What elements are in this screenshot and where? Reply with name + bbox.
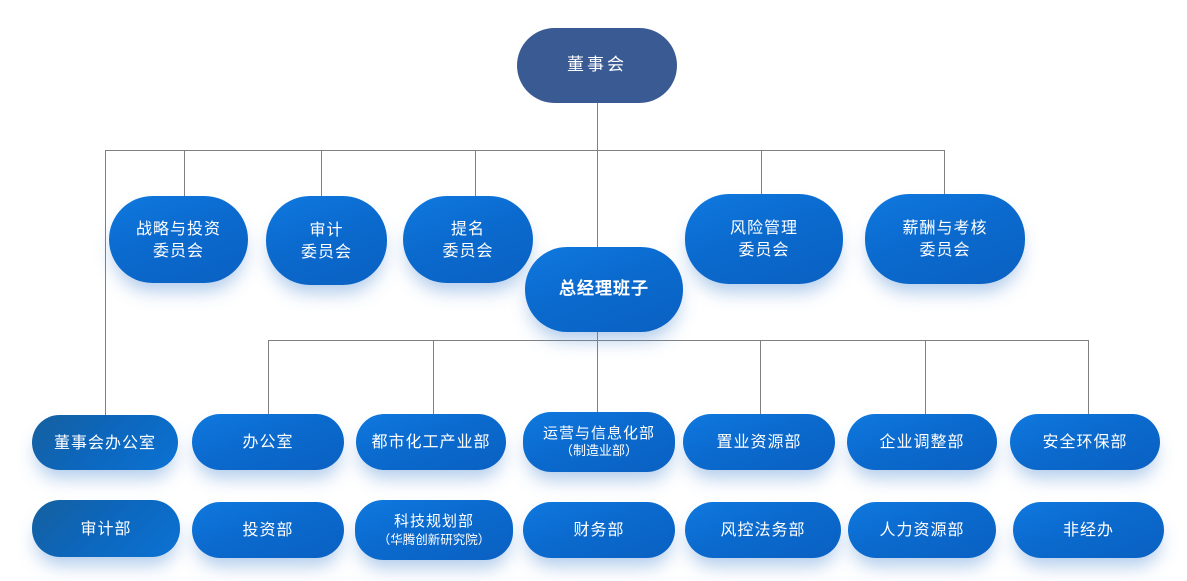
connector-board-to-rail1: [597, 103, 598, 247]
dept-label: 投资部: [242, 520, 294, 540]
committee-label-line2: 委员会: [919, 240, 971, 259]
committee-label-line1: 审计: [309, 219, 344, 239]
org-node-audit-dept: 审计部: [32, 500, 180, 557]
org-node-enterprise-adjustment-dept: 企业调整部: [847, 414, 997, 470]
connector-rail1: [105, 150, 944, 151]
org-node-general-manager-team: 总经理班子: [525, 247, 683, 332]
dept-sublabel: （华腾创新研究院）: [377, 531, 491, 547]
dept-label: 科技规划部: [393, 512, 474, 531]
dept-label: 人力资源部: [879, 520, 965, 540]
dept-label: 企业调整部: [879, 432, 965, 452]
committee-label-line1: 战略与投资: [135, 218, 221, 238]
org-node-investment-dept: 投资部: [192, 502, 344, 558]
connector-rail1-strategy: [184, 150, 185, 197]
connector-rail1-board-office: [105, 150, 106, 415]
committee-label-line1: 风险管理: [729, 218, 798, 238]
org-node-nomination-committee: 提名 委员会: [403, 196, 533, 283]
committee-label-line2: 委员会: [442, 240, 494, 260]
org-node-audit-committee: 审计 委员会: [266, 196, 387, 285]
connector-rail2-urban-chem: [433, 340, 434, 415]
org-node-board-office: 董事会办公室: [32, 415, 178, 470]
org-node-non-operating-office: 非经办: [1013, 502, 1164, 558]
connector-rail1-audit: [321, 150, 322, 197]
connector-rail1-risk: [761, 150, 762, 194]
dept-label: 非经办: [1062, 520, 1114, 540]
dept-label: 风控法务部: [720, 520, 806, 540]
connector-rail2-safety: [1088, 340, 1089, 415]
dept-label: 运营与信息化部: [542, 424, 655, 443]
org-node-realty-resources-dept: 置业资源部: [683, 414, 835, 470]
dept-label: 都市化工产业部: [371, 432, 491, 452]
org-node-operations-informatization-dept: 运营与信息化部 （制造业部）: [523, 412, 675, 472]
connector-gm-to-rail2: [597, 332, 598, 415]
org-node-general-office: 办公室: [192, 414, 344, 470]
org-node-finance-dept: 财务部: [523, 502, 675, 558]
gm-label: 总经理班子: [559, 279, 649, 300]
committee-label-line1: 薪酬与考核: [902, 218, 988, 238]
org-node-compensation-assessment-committee: 薪酬与考核 委员会: [865, 194, 1025, 284]
dept-sublabel: （制造业部）: [559, 444, 638, 460]
board-label: 董事会: [567, 55, 627, 76]
connector-rail1-compensation: [944, 150, 945, 194]
connector-rail1-nomination: [475, 150, 476, 197]
org-node-risk-management-committee: 风险管理 委员会: [685, 194, 843, 284]
dept-label: 安全环保部: [1042, 432, 1128, 452]
connector-rail2: [268, 340, 1088, 341]
org-node-urban-chemical-industry-dept: 都市化工产业部: [356, 414, 506, 470]
dept-label: 董事会办公室: [53, 432, 156, 452]
dept-label: 置业资源部: [716, 432, 802, 452]
org-node-strategy-investment-committee: 战略与投资 委员会: [109, 196, 248, 283]
connector-rail2-office: [268, 340, 269, 415]
connector-rail2-realty: [760, 340, 761, 415]
org-node-safety-environment-dept: 安全环保部: [1010, 414, 1160, 470]
dept-label: 办公室: [242, 432, 294, 452]
dept-label: 财务部: [573, 520, 625, 540]
dept-label: 审计部: [80, 518, 132, 538]
org-node-risk-control-legal-dept: 风控法务部: [685, 502, 841, 558]
committee-label-line2: 委员会: [738, 240, 790, 259]
connector-rail2-adjustment: [925, 340, 926, 415]
org-node-tech-planning-dept: 科技规划部 （华腾创新研究院）: [355, 500, 513, 560]
committee-label-line2: 委员会: [300, 241, 352, 261]
org-node-human-resources-dept: 人力资源部: [848, 502, 996, 558]
org-node-board: 董事会: [517, 28, 677, 103]
committee-label-line1: 提名: [450, 218, 485, 238]
committee-label-line2: 委员会: [152, 240, 204, 260]
